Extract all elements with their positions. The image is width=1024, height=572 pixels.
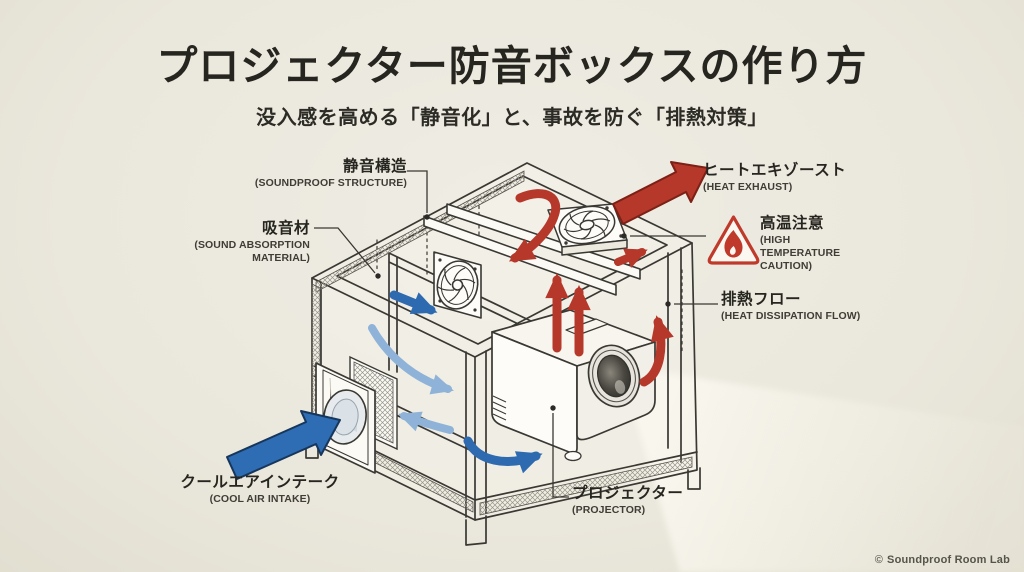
page-title: プロジェクター防音ボックスの作り方	[156, 43, 868, 89]
label-heat-exhaust-en: (HEAT EXHAUST)	[703, 180, 793, 193]
label-heat-dissipation-flow-jp: 排熱フロー	[721, 291, 802, 308]
label-heat-exhaust: ヒートエキゾースト (HEAT EXHAUST)	[703, 162, 933, 194]
label-cool-air-intake: クールエアインテーク (COOL AIR INTAKE)	[176, 474, 344, 506]
label-sound-absorption: 吸音材 (SOUND ABSORPTION MATERIAL)	[138, 220, 310, 265]
label-heat-dissipation-flow-en: (HEAT DISSIPATION FLOW)	[721, 309, 861, 322]
label-high-temperature: 高温注意 (HIGH TEMPERATURE CAUTION)	[760, 215, 872, 273]
label-high-temperature-jp: 高温注意	[760, 215, 825, 232]
leader-dots	[375, 214, 671, 411]
page-subtitle: 没入感を高める「静音化」と、事故を防ぐ「排熱対策」	[256, 107, 768, 129]
label-high-temperature-en: (HIGH TEMPERATURE CAUTION)	[760, 233, 841, 273]
label-sound-absorption-jp: 吸音材	[261, 220, 310, 237]
label-sound-absorption-en: (SOUND ABSORPTION MATERIAL)	[194, 238, 310, 264]
label-soundproof-structure: 静音構造 (SOUNDPROOF STRUCTURE)	[252, 158, 407, 190]
exhaust-fan	[547, 203, 628, 256]
label-soundproof-structure-en: (SOUNDPROOF STRUCTURE)	[254, 176, 407, 189]
label-heat-exhaust-jp: ヒートエキゾースト	[703, 162, 847, 179]
label-heat-dissipation-flow: 排熱フロー (HEAT DISSIPATION FLOW)	[721, 291, 911, 323]
copyright-credit: ©Soundproof Room Lab	[875, 554, 1010, 566]
high-temperature-warning-icon	[707, 215, 760, 265]
flame-icon	[724, 230, 743, 258]
intake-fan	[433, 251, 482, 319]
copyright-text: Soundproof Room Lab	[887, 554, 1010, 566]
projector-drawing	[491, 309, 656, 462]
label-soundproof-structure-jp: 静音構造	[342, 158, 407, 175]
hot-airflow-arrows	[508, 189, 674, 387]
cool-air-intake-arrow	[226, 410, 341, 480]
heat-exhaust-arrow	[612, 161, 709, 225]
projector-light-beam	[620, 366, 1024, 572]
label-cool-air-intake-jp: クールエアインテーク	[180, 474, 340, 491]
label-cool-air-intake-en: (COOL AIR INTAKE)	[209, 492, 311, 505]
intake-port	[315, 362, 376, 474]
label-projector-jp: プロジェクター	[572, 485, 684, 502]
label-projector: プロジェクター (PROJECTOR)	[572, 485, 732, 517]
copyright-icon: ©	[874, 554, 884, 566]
leader-lines	[314, 170, 718, 498]
cool-airflow-arrows	[368, 290, 543, 474]
label-projector-en: (PROJECTOR)	[572, 503, 646, 516]
